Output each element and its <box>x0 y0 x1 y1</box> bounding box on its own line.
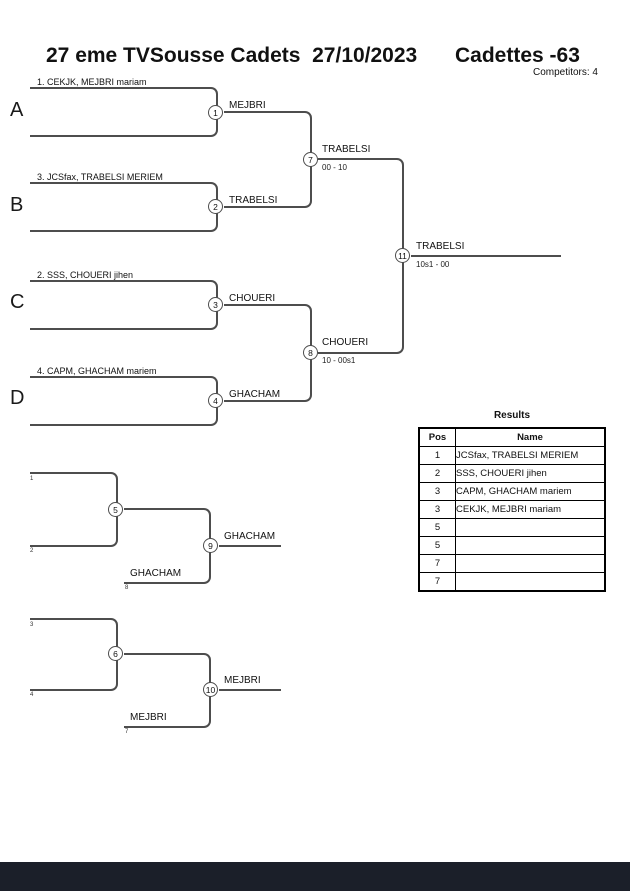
seed-text-c: 2. SSS, CHOUERI jihen <box>37 270 134 280</box>
result-pos: 1 <box>418 446 456 465</box>
score-label-match-8: 10 - 00s1 <box>322 356 356 365</box>
match-circle-7: 7 <box>303 152 318 167</box>
match-circle-9: 9 <box>203 538 218 553</box>
result-pos: 3 <box>418 500 456 519</box>
winner-label-match-7: TRABELSI <box>322 144 371 155</box>
loser-feed-label-mejbri: MEJBRI <box>130 712 167 723</box>
group-label-b: B <box>10 194 24 216</box>
result-pos: 7 <box>418 572 456 592</box>
result-name <box>455 554 606 573</box>
score-label-match-7: 00 - 10 <box>322 163 347 172</box>
bronze-winner-line-10 <box>219 689 281 691</box>
bracket-connector-match-8 <box>224 304 312 402</box>
repechage-shape-match-6 <box>30 618 118 691</box>
group-label-d: D <box>10 387 25 409</box>
table-row: 5 <box>418 536 606 555</box>
winner-label-match-8: CHOUERI <box>322 337 369 348</box>
table-row: 7 <box>418 572 606 592</box>
bracket-connector-match-7 <box>224 111 312 208</box>
bracket-shape-a <box>30 87 218 137</box>
page-title: 27 eme TVSousse Cadets 27/10/2023 <box>46 44 418 67</box>
result-name: CEKJK, MEJBRI mariam <box>455 500 606 519</box>
feed-ref-4: 4 <box>30 692 34 698</box>
bronze-winner-line-9 <box>219 545 281 547</box>
match-circle-10: 10 <box>203 682 218 697</box>
results-col-pos: Pos <box>418 427 456 447</box>
category-title: Cadettes -63 <box>455 44 580 67</box>
winner-label-match-1: MEJBRI <box>229 100 266 111</box>
footer-bar <box>0 862 630 891</box>
match-circle-11: 11 <box>395 248 410 263</box>
seed-text-a: 1. CEKJK, MEJBRI mariam <box>37 77 147 87</box>
feed-ref-3: 3 <box>30 622 34 628</box>
repechage-shape-match-5 <box>30 472 118 547</box>
match-circle-8: 8 <box>303 345 318 360</box>
result-name <box>455 572 606 592</box>
result-pos: 5 <box>418 518 456 537</box>
result-name <box>455 536 606 555</box>
table-row: 5 <box>418 518 606 537</box>
match-circle-4: 4 <box>208 393 223 408</box>
match-circle-2: 2 <box>208 199 223 214</box>
loser-ref-7: 7 <box>125 729 129 735</box>
match-circle-5: 5 <box>108 502 123 517</box>
bracket-shape-c <box>30 280 218 330</box>
competitors-count: Competitors: 4 <box>532 67 598 78</box>
match-circle-3: 3 <box>208 297 223 312</box>
results-title: Results <box>493 410 531 421</box>
result-name: SSS, CHOUERI jihen <box>455 464 606 483</box>
score-label-match-11: 10s1 - 00 <box>416 260 450 269</box>
bracket-shape-d <box>30 376 218 426</box>
group-label-c: C <box>10 291 25 313</box>
match-circle-1: 1 <box>208 105 223 120</box>
bracket-shape-b <box>30 182 218 232</box>
seed-text-d: 4. CAPM, GHACHAM mariem <box>37 366 157 376</box>
results-header-row: Pos Name <box>418 427 606 447</box>
winner-label-match-4: GHACHAM <box>229 389 281 400</box>
winner-label-match-11: TRABELSI <box>416 241 465 252</box>
loser-ref-8: 8 <box>125 585 129 591</box>
result-pos: 5 <box>418 536 456 555</box>
loser-feed-label-ghacham: GHACHAM <box>130 568 182 579</box>
seed-text-b: 3. JCSfax, TRABELSI MERIEM <box>37 172 163 182</box>
feed-ref-2: 2 <box>30 548 34 554</box>
winner-label-match-2: TRABELSI <box>229 195 278 206</box>
results-col-name: Name <box>455 427 606 447</box>
result-name <box>455 518 606 537</box>
group-label-a: A <box>10 99 24 121</box>
winner-label-match-10: MEJBRI <box>224 675 261 686</box>
bracket-connector-final <box>318 158 404 354</box>
result-name: JCSfax, TRABELSI MERIEM <box>455 446 606 465</box>
result-pos: 7 <box>418 554 456 573</box>
result-name: CAPM, GHACHAM mariem <box>455 482 606 501</box>
winner-label-match-9: GHACHAM <box>224 531 276 542</box>
feed-ref-1: 1 <box>30 476 34 482</box>
result-pos: 2 <box>418 464 456 483</box>
table-row: 7 <box>418 554 606 573</box>
final-winner-line <box>411 255 561 257</box>
winner-label-match-3: CHOUERI <box>229 293 276 304</box>
result-pos: 3 <box>418 482 456 501</box>
match-circle-6: 6 <box>108 646 123 661</box>
